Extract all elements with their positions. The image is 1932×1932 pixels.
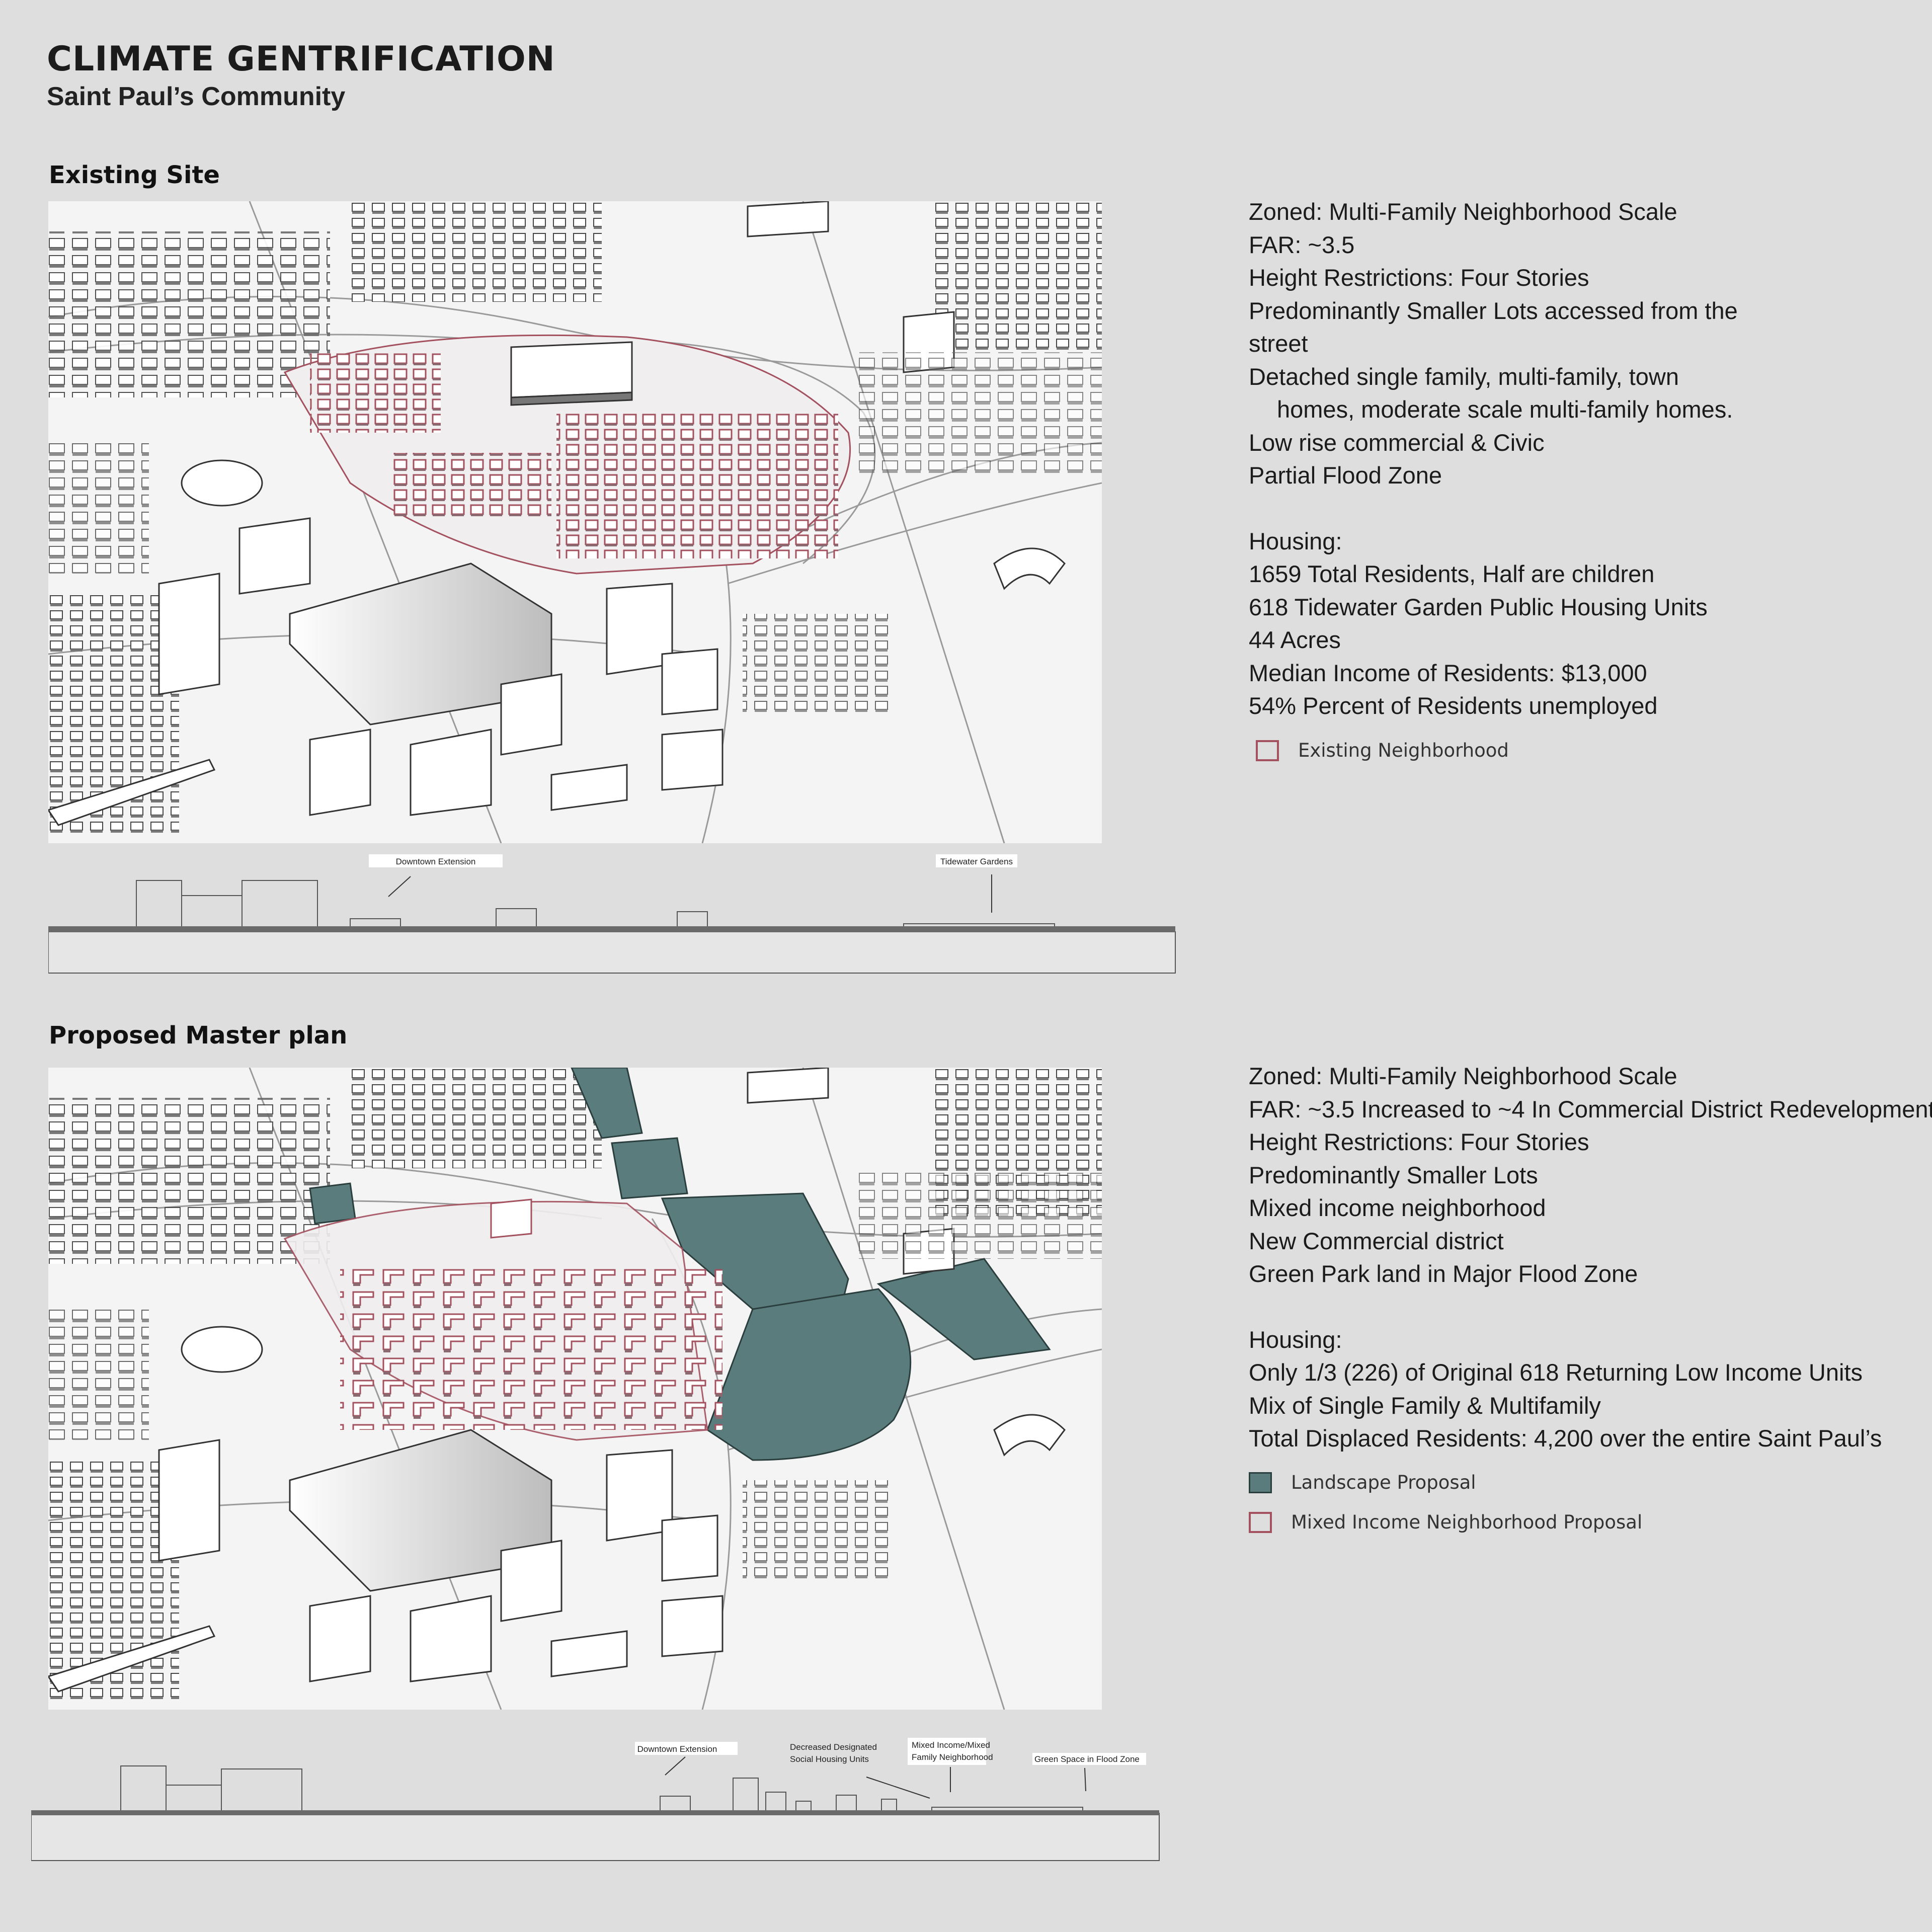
existing-neighborhood-swatch [1256, 740, 1279, 761]
info-line: New Commercial district [1249, 1227, 1504, 1254]
info-line: Zoned: Multi-Family Neighborhood Scale [1249, 198, 1677, 225]
info-line: Zoned: Multi-Family Neighborhood Scale [1249, 1063, 1677, 1089]
mixed-income-proposal-swatch [1249, 1511, 1272, 1533]
housing-line: 44 Acres [1249, 626, 1341, 653]
housing-line: 1659 Total Residents, Half are children [1249, 560, 1655, 587]
info-line: Detached single family, multi-family, to… [1249, 363, 1679, 390]
legend-label: Landscape Proposal [1291, 1472, 1476, 1493]
info-line: FAR: ~3.5 Increased to ~4 In Commercial … [1249, 1095, 1932, 1122]
housing-heading: Housing: [1249, 527, 1342, 554]
legend-label: Mixed Income Neighborhood Proposal [1291, 1511, 1643, 1533]
existing-site-section: Downtown Extension Tidewater Gardens [48, 854, 1176, 974]
section-label-decreased-line2: Social Housing Units [790, 1754, 869, 1764]
landscape-proposal-areas [309, 1068, 1051, 1461]
housing-line: Total Displaced Residents: 4,200 over th… [1249, 1425, 1882, 1452]
proposed-plan-map [48, 1068, 1102, 1710]
legend-mixed-income-proposal: Mixed Income Neighborhood Proposal [1249, 1511, 1642, 1533]
info-line: Height Restrictions: Four Stories [1249, 264, 1589, 291]
info-line: Partial Flood Zone [1249, 462, 1442, 489]
info-line: Height Restrictions: Four Stories [1249, 1129, 1589, 1155]
existing-site-map [48, 201, 1102, 843]
existing-zoning-info: Zoned: Multi-Family Neighborhood Scale F… [1249, 195, 1738, 722]
section-label-downtown: Downtown Extension [637, 1744, 717, 1754]
proposed-plan-section: Downtown Extension Decreased Designated … [31, 1738, 1160, 1861]
large-buildings [48, 201, 1066, 826]
housing-line: 54% Percent of Residents unemployed [1249, 692, 1658, 719]
housing-line: Mix of Single Family & Multifamily [1249, 1392, 1601, 1419]
info-line: homes, moderate scale multi-family homes… [1277, 396, 1733, 423]
housing-line: 618 Tidewater Garden Public Housing Unit… [1249, 593, 1708, 620]
section-label-tidewater: Tidewater Gardens [940, 857, 1013, 866]
page-title: CLIMATE GENTRIFICATION [47, 39, 555, 79]
proposed-plan-heading: Proposed Master plan [49, 1021, 348, 1050]
mixed-income-proposal-blocks [340, 1269, 722, 1430]
proposed-zoning-info: Zoned: Multi-Family Neighborhood Scale F… [1249, 1060, 1932, 1455]
section-label-mixed-line1: Mixed Income/Mixed [912, 1740, 990, 1750]
info-line: Low rise commercial & Civic [1249, 429, 1545, 456]
info-line: Green Park land in Major Flood Zone [1249, 1260, 1638, 1287]
housing-heading: Housing: [1249, 1326, 1342, 1353]
info-line: Predominantly Smaller Lots accessed from… [1249, 297, 1738, 324]
large-buildings [48, 1068, 1066, 1693]
info-line: FAR: ~3.5 [1249, 231, 1355, 258]
section-label-downtown: Downtown Extension [396, 857, 476, 866]
section-label-mixed-line2: Family Neighborhood [912, 1752, 993, 1762]
existing-site-axonometric [48, 201, 1102, 843]
housing-line: Median Income of Residents: $13,000 [1249, 659, 1647, 686]
legend-label: Existing Neighborhood [1298, 740, 1509, 761]
existing-neighborhood-housing [556, 413, 838, 558]
section-label-green: Green Space in Flood Zone [1034, 1754, 1140, 1764]
info-line: Predominantly Smaller Lots [1249, 1161, 1538, 1188]
info-line: street [1249, 330, 1308, 357]
existing-site-heading: Existing Site [49, 161, 220, 189]
info-line: Mixed income neighborhood [1249, 1194, 1546, 1221]
legend-landscape-proposal: Landscape Proposal [1249, 1472, 1476, 1493]
page-subtitle: Saint Paul’s Community [47, 82, 346, 111]
landscape-proposal-swatch [1249, 1472, 1272, 1493]
housing-line: Only 1/3 (226) of Original 618 Returning… [1249, 1359, 1863, 1386]
legend-existing-neighborhood: Existing Neighborhood [1256, 740, 1509, 761]
proposed-plan-axonometric [48, 1068, 1102, 1710]
section-label-decreased-line1: Decreased Designated [790, 1742, 877, 1752]
